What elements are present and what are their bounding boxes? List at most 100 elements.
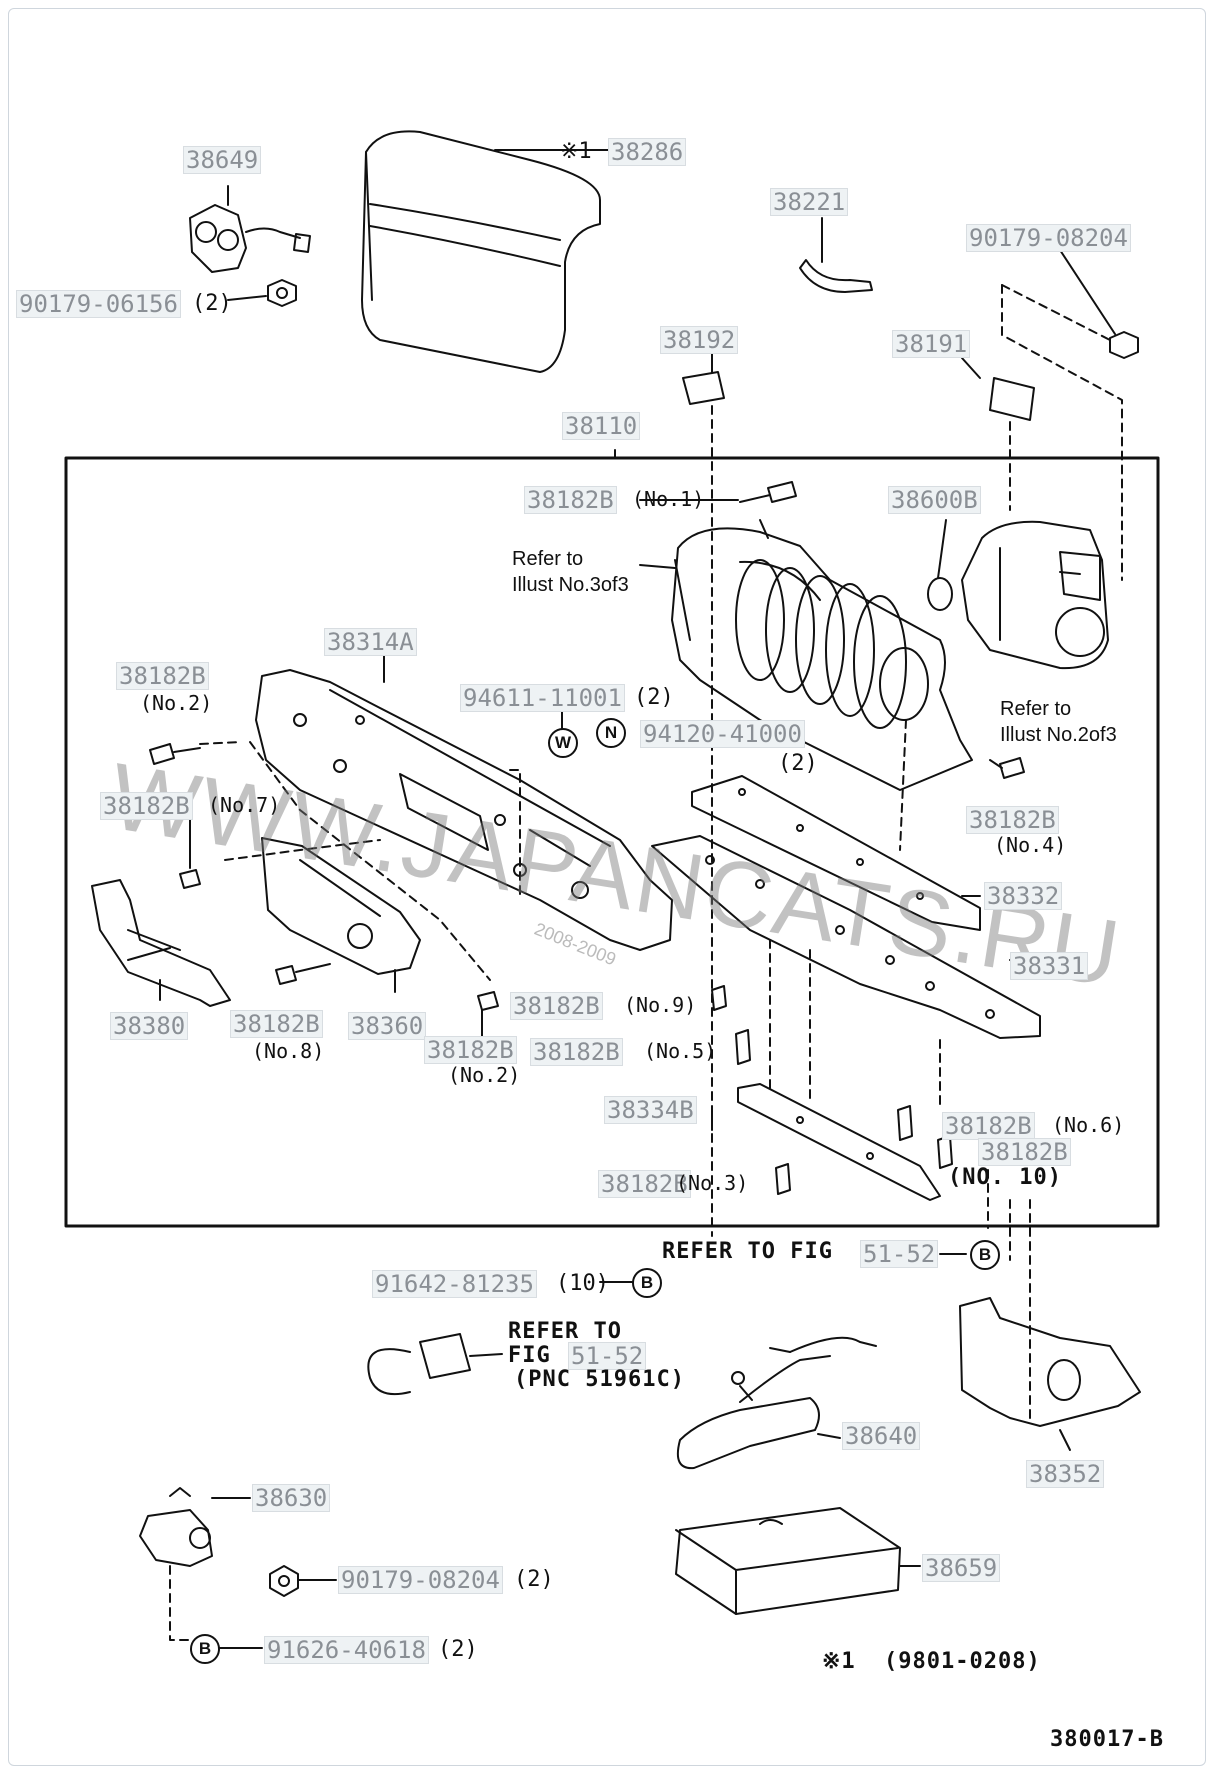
- date-range-marker: ※1: [822, 1649, 856, 1674]
- label-38334B[interactable]: 38334B: [604, 1096, 697, 1124]
- note-no2a: (No.2): [140, 691, 213, 715]
- note-no6: (No.6): [1052, 1113, 1125, 1137]
- label-38192[interactable]: 38192: [660, 326, 739, 354]
- label-38182B-no3[interactable]: 38182B: [598, 1170, 691, 1198]
- label-90179-08204-top[interactable]: 90179-08204: [966, 224, 1131, 252]
- label-38182B-no4[interactable]: 38182B: [966, 806, 1059, 834]
- bolt-no4-drawing: [989, 757, 1025, 779]
- part-38360-drawing: [261, 837, 421, 993]
- refer-illust3-line2: Illust No.3of3: [512, 574, 629, 596]
- label-38630[interactable]: 38630: [252, 1484, 331, 1512]
- label-38352[interactable]: 38352: [1026, 1460, 1105, 1488]
- label-38360[interactable]: 38360: [348, 1012, 427, 1040]
- label-90179-08204-bot[interactable]: 90179-08204: [338, 1566, 503, 1594]
- note-no8: (No.8): [252, 1039, 325, 1063]
- part-38600B-drawing: [927, 519, 953, 611]
- note-no3: (No.3): [676, 1171, 749, 1195]
- note-no4: (No.4): [994, 833, 1067, 857]
- circle-b-icon: B: [970, 1240, 1000, 1270]
- circle-b-91626-icon: B: [190, 1634, 220, 1664]
- note-no7: (No.7): [208, 793, 281, 817]
- label-38182B-no1[interactable]: 38182B: [524, 486, 617, 514]
- circle-w-icon: W: [548, 728, 578, 758]
- part-90179-06156-drawing: [227, 279, 297, 307]
- label-38332[interactable]: 38332: [984, 882, 1063, 910]
- part-38331-drawing: [651, 835, 1061, 1111]
- bolt-no10-drawing: [937, 1135, 953, 1169]
- part-38314A-drawing: [255, 655, 673, 951]
- refer-fig-b-text: REFER TO FIG: [662, 1239, 833, 1264]
- bolt-no9-drawing: [711, 985, 727, 1011]
- label-38182B-no9[interactable]: 38182B: [510, 992, 603, 1020]
- marker-38286: ※1: [560, 139, 592, 164]
- label-38649[interactable]: 38649: [183, 146, 262, 174]
- part-38221-drawing: [799, 217, 873, 293]
- motor-drawing: [961, 520, 1109, 670]
- qty-90179-08204-bot: (2): [514, 1567, 554, 1592]
- note-no10: (NO. 10): [948, 1165, 1062, 1190]
- refer-hook-link[interactable]: 51-52: [568, 1342, 647, 1370]
- part-38659-drawing: [675, 1507, 921, 1615]
- bolt-no8-drawing: [275, 963, 331, 985]
- part-38640-drawing: [676, 1336, 877, 1470]
- refer-illust3-line1: Refer to: [512, 548, 584, 570]
- part-38332-drawing: [691, 775, 981, 931]
- label-38182B-no2b[interactable]: 38182B: [424, 1036, 517, 1064]
- qty-90179-06156: (2): [192, 291, 232, 316]
- part-38286-drawing: [361, 130, 611, 373]
- bolt-no6-drawing: [897, 1105, 913, 1141]
- label-38182B-no2a[interactable]: 38182B: [116, 662, 209, 690]
- note-no2b: (No.2): [448, 1063, 521, 1087]
- label-38314A[interactable]: 38314A: [324, 628, 417, 656]
- label-38182B-no5[interactable]: 38182B: [530, 1038, 623, 1066]
- assembly-box: [64, 456, 1160, 1228]
- qty-94120: (2): [778, 751, 818, 776]
- refer-fig-b-link[interactable]: 51-52: [860, 1240, 939, 1268]
- part-90179-08204-top-drawing: [1001, 249, 1139, 581]
- label-94611[interactable]: 94611-11001: [460, 684, 625, 712]
- label-91642[interactable]: 91642-81235: [372, 1270, 537, 1298]
- refer-hook-pnc: (PNC 51961C): [514, 1367, 685, 1392]
- label-38191[interactable]: 38191: [892, 330, 971, 358]
- note-no1: (No.1): [632, 487, 705, 511]
- refer-illust2-line1: Refer to: [1000, 698, 1072, 720]
- label-91626[interactable]: 91626-40618: [264, 1636, 429, 1664]
- label-38182B-no6[interactable]: 38182B: [942, 1112, 1035, 1140]
- label-38221[interactable]: 38221: [770, 188, 849, 216]
- label-38182B-no10[interactable]: 38182B: [978, 1138, 1071, 1166]
- refer-hook-fig: FIG: [508, 1343, 551, 1368]
- part-38192-drawing: [682, 351, 725, 1237]
- part-38380-drawing: [91, 879, 231, 1007]
- diagram-code: 380017-B: [1050, 1727, 1164, 1752]
- part-38334B-drawing: [711, 1083, 941, 1201]
- note-no9: (No.9): [624, 993, 697, 1017]
- label-90179-06156[interactable]: 90179-06156: [16, 290, 181, 318]
- date-range: (9801-0208): [884, 1649, 1041, 1674]
- label-94120[interactable]: 94120-41000: [640, 720, 805, 748]
- label-38182B-no7[interactable]: 38182B: [100, 792, 193, 820]
- qty-94611: (2): [634, 685, 674, 710]
- label-38110[interactable]: 38110: [562, 412, 641, 440]
- bolt-no7-drawing: [179, 819, 201, 889]
- bolt-no2b-drawing: [477, 991, 499, 1041]
- bolt-no3-drawing: [775, 1163, 791, 1195]
- bolt-no1-drawing: [639, 481, 797, 503]
- bolt-no2a-drawing: [149, 743, 201, 765]
- part-38352-drawing: [959, 1297, 1141, 1451]
- part-90179-08204-bot-drawing: [269, 1565, 337, 1597]
- part-38649-drawing: [189, 185, 311, 273]
- label-38380[interactable]: 38380: [110, 1012, 189, 1040]
- label-38331[interactable]: 38331: [1010, 952, 1089, 980]
- label-38600B[interactable]: 38600B: [888, 486, 981, 514]
- label-38659[interactable]: 38659: [922, 1554, 1001, 1582]
- qty-91642: (10): [556, 1271, 609, 1296]
- note-no5: (No.5): [644, 1039, 717, 1063]
- label-38640[interactable]: 38640: [842, 1422, 921, 1450]
- label-38182B-no8[interactable]: 38182B: [230, 1010, 323, 1038]
- hook-drawing: [367, 1333, 503, 1396]
- label-38286[interactable]: 38286: [608, 138, 687, 166]
- circle-b-91642-icon: B: [632, 1268, 662, 1298]
- circle-n-icon: N: [596, 718, 626, 748]
- refer-illust2-line2: Illust No.2of3: [1000, 724, 1117, 746]
